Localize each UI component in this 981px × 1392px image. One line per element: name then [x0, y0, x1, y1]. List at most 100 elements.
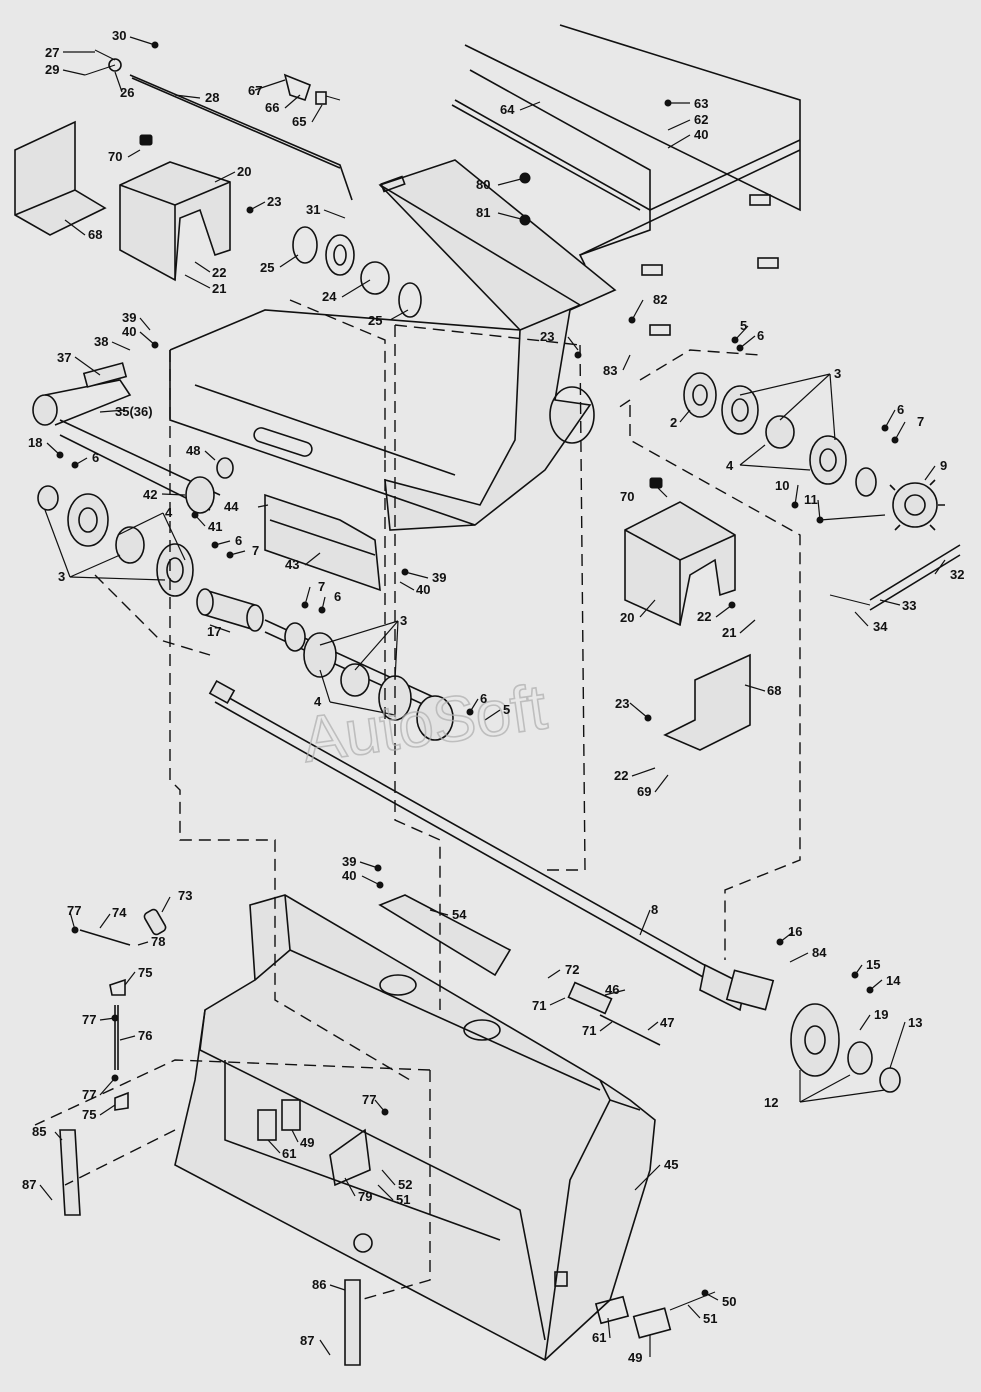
callout-9: 9 [940, 458, 947, 473]
callout-78: 78 [151, 934, 165, 949]
callout-6: 6 [92, 450, 99, 465]
rod-28 [84, 49, 353, 201]
dashed-grouping-lines [34, 299, 801, 1301]
callout-51: 51 [703, 1311, 717, 1326]
callout-39: 39 [122, 310, 136, 325]
callout-35-36: 35(36) [115, 404, 153, 419]
callout-31: 31 [306, 202, 320, 217]
plates-61-49-inner [257, 1099, 371, 1187]
callout-10: 10 [775, 478, 789, 493]
callout-49: 49 [628, 1350, 642, 1365]
callout-44: 44 [224, 499, 239, 514]
callout-77: 77 [362, 1092, 376, 1107]
callout-labels: 30 27 29 26 28 67 66 65 64 63 62 40 70 2… [22, 28, 964, 1365]
callout-77: 77 [67, 903, 81, 918]
callout-39: 39 [432, 570, 446, 585]
callout-25: 25 [368, 313, 382, 328]
bracket-86 [344, 1279, 361, 1366]
callout-7: 7 [252, 543, 259, 558]
leader-lines [39, 36, 946, 1357]
callout-75: 75 [82, 1107, 96, 1122]
callout-68: 68 [767, 683, 781, 698]
callout-7: 7 [917, 414, 924, 429]
callout-38: 38 [94, 334, 108, 349]
callout-4: 4 [165, 505, 173, 520]
callout-3: 3 [834, 366, 841, 381]
callout-14: 14 [886, 973, 901, 988]
pin-46-47 [567, 981, 661, 1046]
top-tray-64 [451, 24, 801, 336]
callout-85: 85 [32, 1124, 46, 1139]
callout-74: 74 [112, 905, 127, 920]
callout-20: 20 [237, 164, 251, 179]
callout-34: 34 [873, 619, 888, 634]
bearing-stack-center [284, 622, 454, 741]
callout-26: 26 [120, 85, 134, 100]
callout-21: 21 [212, 281, 226, 296]
callout-19: 19 [874, 1007, 888, 1022]
callout-84: 84 [812, 945, 827, 960]
callout-76: 76 [138, 1028, 152, 1043]
cover-20-right [624, 477, 736, 627]
callout-40: 40 [694, 127, 708, 142]
fittings-73-78 [79, 908, 167, 1111]
callout-73: 73 [178, 888, 192, 903]
callout-20: 20 [620, 610, 634, 625]
callout-6: 6 [480, 691, 487, 706]
callout-61: 61 [282, 1146, 296, 1161]
callout-79: 79 [358, 1189, 372, 1204]
cover-68-left [14, 120, 107, 236]
callout-50: 50 [722, 1294, 736, 1309]
upper-housing [378, 159, 617, 531]
callout-70: 70 [108, 149, 122, 164]
callout-52: 52 [398, 1177, 412, 1192]
lower-housing-45 [174, 894, 656, 1361]
flange-12-13 [790, 1003, 901, 1093]
sprocket-assembly-right [683, 372, 945, 531]
bracket-85 [59, 1129, 81, 1216]
callout-23: 23 [615, 696, 629, 711]
callout-22: 22 [614, 768, 628, 783]
callout-4: 4 [314, 694, 322, 709]
callout-30: 30 [112, 28, 126, 43]
callout-65: 65 [292, 114, 306, 129]
callout-81: 81 [476, 205, 490, 220]
callout-86: 86 [312, 1277, 326, 1292]
callout-37: 37 [57, 350, 71, 365]
callout-87: 87 [300, 1333, 314, 1348]
callout-48: 48 [186, 443, 200, 458]
callout-47: 47 [660, 1015, 674, 1030]
plate-43 [264, 493, 381, 592]
callout-49: 49 [300, 1135, 314, 1150]
callout-40: 40 [416, 582, 430, 597]
callout-24: 24 [322, 289, 337, 304]
callout-72: 72 [565, 962, 579, 977]
callout-40: 40 [122, 324, 136, 339]
callout-82: 82 [653, 292, 667, 307]
callout-21: 21 [722, 625, 736, 640]
callout-13: 13 [908, 1015, 922, 1030]
callout-62: 62 [694, 112, 708, 127]
callout-6: 6 [897, 402, 904, 417]
cover-68-right [663, 653, 751, 751]
callout-77: 77 [82, 1087, 96, 1102]
callout-15: 15 [866, 957, 880, 972]
callout-4: 4 [726, 458, 734, 473]
callout-43: 43 [285, 557, 299, 572]
callout-3: 3 [400, 613, 407, 628]
callout-51: 51 [396, 1192, 410, 1207]
bracket-54 [378, 894, 512, 977]
callout-83: 83 [603, 363, 617, 378]
callout-6: 6 [334, 589, 341, 604]
callout-42: 42 [143, 487, 157, 502]
callout-28: 28 [205, 90, 219, 105]
callout-2: 2 [670, 415, 677, 430]
callout-8: 8 [651, 902, 658, 917]
shaft-8 [208, 679, 775, 1012]
callout-68: 68 [88, 227, 102, 242]
callout-23: 23 [540, 329, 554, 344]
callout-77: 77 [82, 1012, 96, 1027]
callout-80: 80 [476, 177, 490, 192]
callout-39: 39 [342, 854, 356, 869]
